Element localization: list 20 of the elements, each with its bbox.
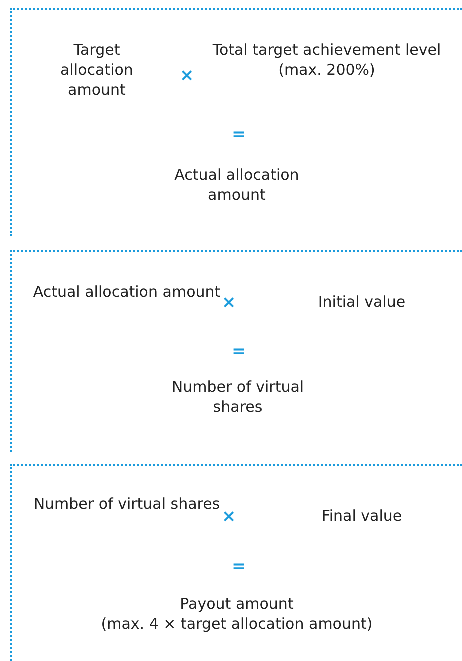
- dotted-panel: [10, 250, 462, 452]
- dotted-panel: [10, 464, 462, 661]
- formula-term: Total target achievement level: [212, 40, 442, 60]
- formula-term: Actual allocation amount: [174, 165, 300, 205]
- formula-term: Payout amount: [179, 594, 295, 614]
- operator-sign: ×: [222, 293, 236, 313]
- formula-term: (max. 4 × target allocation amount): [100, 614, 374, 634]
- formula-term: Target allocation amount: [60, 40, 134, 100]
- dotted-panel: [10, 8, 462, 236]
- formula-term: Initial value: [317, 292, 407, 312]
- formula-term: Final value: [320, 506, 404, 526]
- operator-sign: ×: [222, 507, 236, 527]
- formula-term: Number of virtual shares: [32, 494, 222, 514]
- operator-sign: =: [232, 125, 246, 145]
- formula-term: (max. 200%): [278, 60, 376, 80]
- formula-term: Actual allocation amount: [32, 282, 222, 302]
- operator-sign: =: [232, 342, 246, 362]
- operator-sign: ×: [180, 66, 194, 86]
- operator-sign: =: [232, 557, 246, 577]
- formula-term: Number of virtual shares: [170, 377, 306, 417]
